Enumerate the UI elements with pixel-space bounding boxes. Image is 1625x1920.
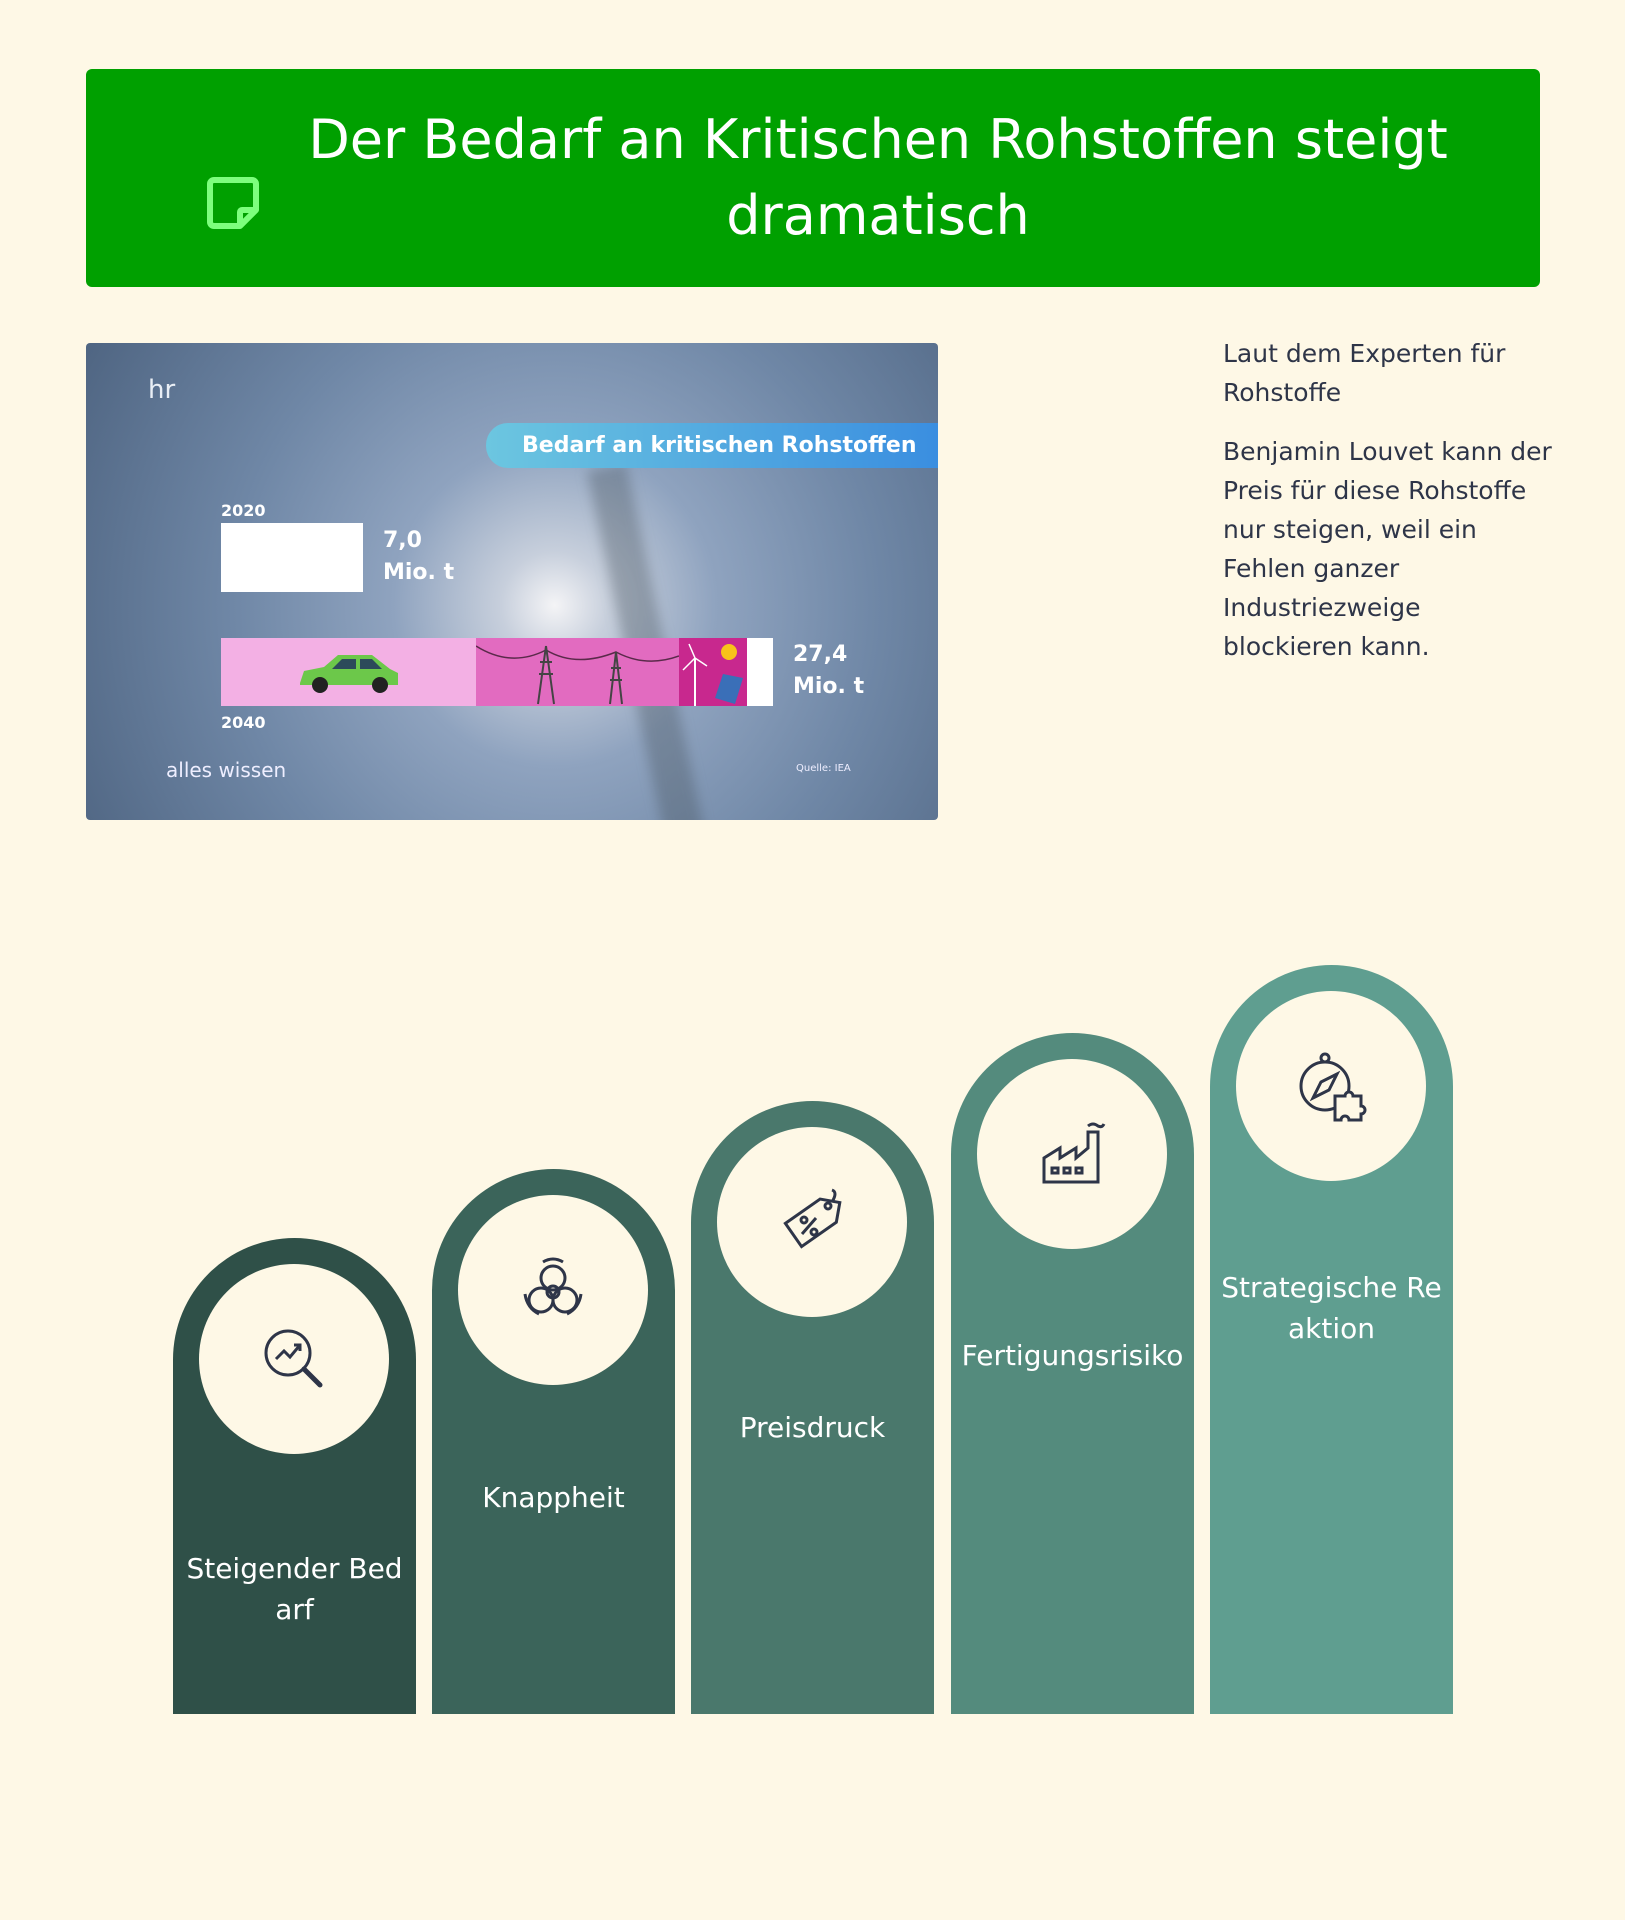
- bar-2040: [221, 638, 773, 706]
- car-segment: [221, 638, 476, 706]
- power-line-icon: [475, 645, 680, 705]
- year-2020-label: 2020: [221, 501, 266, 520]
- bar-2020: [221, 523, 363, 592]
- grid-segment: [475, 638, 680, 706]
- step-label: Strategische Reaktion: [1221, 1271, 1442, 1345]
- price-tag-icon: [783, 1188, 842, 1249]
- wind-solar-icon: [682, 643, 743, 706]
- step-steigender-bedarf: Steigender Bedarf: [173, 1238, 416, 1714]
- factory-icon: [1042, 1122, 1106, 1184]
- car-icon: [299, 655, 398, 693]
- sticky-note-icon: [207, 177, 259, 229]
- year-2040-label: 2040: [221, 713, 266, 732]
- chart-title: Bedarf an kritischen Rohstoffen: [486, 423, 938, 468]
- paragraph-1: Laut dem Experten für Rohstoffe: [1223, 339, 1506, 407]
- compass-puzzle-icon: [1299, 1052, 1367, 1122]
- other-segment: [747, 638, 773, 706]
- title-banner: Der Bedarf an Kritischen Rohstoffen stei…: [86, 69, 1540, 287]
- renewables-segment: [679, 638, 747, 706]
- chart-image: hr Bedarf an kritischen Rohstoffen 2020 …: [86, 343, 938, 820]
- step-knappheit: Knappheit: [432, 1169, 675, 1714]
- brand-logo: alles wissen: [166, 758, 287, 782]
- step-preisdruck: Preisdruck: [691, 1101, 934, 1714]
- source-label: Quelle: IEA: [796, 763, 851, 774]
- step-fertigungsrisiko: Fertigungsrisiko: [951, 1033, 1194, 1714]
- page-title: Der Bedarf an Kritischen Rohstoffen stei…: [308, 108, 1448, 247]
- step-label: Steigender Bedarf: [186, 1552, 403, 1626]
- biohazard-icon: [523, 1257, 583, 1316]
- step-label: Knappheit: [482, 1481, 625, 1514]
- step-label: Preisdruck: [739, 1411, 886, 1444]
- trend-search-icon: [264, 1329, 323, 1388]
- step-strategische-reaktion: Strategische Reaktion: [1210, 965, 1453, 1714]
- paragraph-2: Benjamin Louvet kann der Preis für diese…: [1223, 437, 1552, 661]
- channel-logo: hr: [148, 375, 176, 405]
- step-label: Fertigungsrisiko: [961, 1339, 1184, 1372]
- description-text: Laut dem Experten für Rohstoffe Benjamin…: [1223, 334, 1553, 686]
